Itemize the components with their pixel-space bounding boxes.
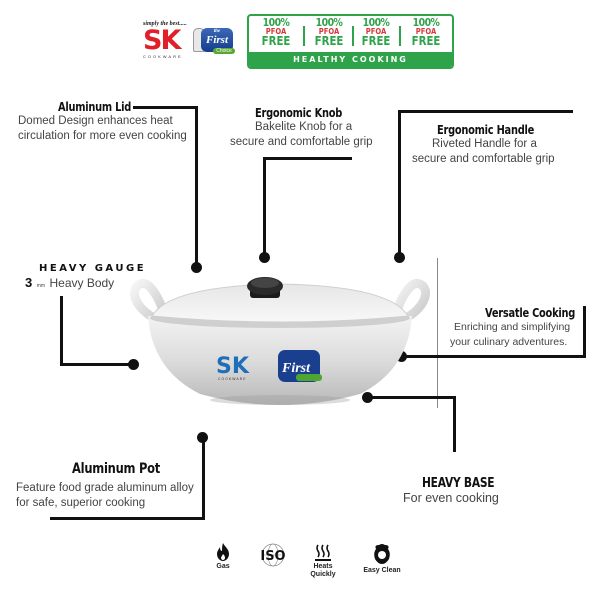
sub-brand-logo: the First Choice: [193, 26, 237, 58]
handle-callout-dot: [394, 252, 405, 263]
feature-pot: Aluminum Pot Feature food grade aluminum…: [16, 461, 194, 509]
gauge-callout-dot: [128, 359, 139, 370]
svg-text:First: First: [281, 361, 311, 376]
heat-icon: [315, 544, 331, 561]
gauge-callout-line: [60, 296, 63, 366]
pot-callout-line: [202, 438, 205, 520]
svg-text:SK: SK: [216, 354, 250, 379]
feature-lid: Aluminum Lid Domed Design enhances heat …: [18, 100, 198, 144]
iso-icon: ISO: [260, 543, 286, 567]
pfoa-badge-3: 100% PFOA FREE: [361, 16, 391, 48]
versatile-callout-dot: [396, 351, 407, 362]
versatile-callout-line: [583, 306, 586, 358]
pfoa-badge-4: 100% PFOA FREE: [411, 16, 441, 48]
choice-ribbon: Choice: [213, 48, 235, 54]
feature-handle: Ergonomic Handle Riveted Handle for a se…: [412, 123, 592, 167]
feature-base: HEAVY BASE For even cooking: [403, 476, 523, 506]
feature-icons: Gas ISO Heats Quickly Easy Clean: [200, 543, 410, 593]
kadai-illustration: SK COOKWARE First: [130, 277, 430, 405]
feature-lid-title: Aluminum Lid: [58, 100, 132, 114]
knob-callout-line: [263, 157, 352, 160]
brand-logo-text: SK: [143, 25, 181, 56]
svg-text:COOKWARE: COOKWARE: [218, 377, 246, 381]
brand-subtext: COOKWARE: [143, 54, 183, 59]
feature-versatile-title: Versatle Cooking: [485, 306, 576, 320]
feature-gauge-title: HEAVY GAUGE: [39, 263, 147, 274]
divider-line: [437, 258, 438, 408]
pfoa-badge-1: 100% PFOA FREE: [261, 16, 291, 48]
clean-icon: [374, 544, 390, 564]
easy-clean-feature: Easy Clean: [360, 543, 404, 575]
product-image: SK COOKWARE First: [130, 270, 430, 410]
gas-feature: Gas: [208, 543, 238, 571]
healthy-cooking-banner: HEALTHY COOKING: [249, 52, 452, 67]
pot-callout-dot: [197, 432, 208, 443]
brand-logo: simply the best..... SK COOKWARE: [143, 21, 191, 59]
flame-icon: [217, 543, 229, 561]
feature-lid-desc: Domed Design enhances heat: [18, 115, 173, 127]
knob-callout-dot: [259, 252, 270, 263]
pfoa-badge-2: 100% PFOA FREE: [314, 16, 344, 48]
base-callout-line: [370, 396, 456, 399]
gauge-number: 3: [25, 275, 33, 290]
iso-feature: ISO: [255, 543, 291, 572]
feature-knob: Ergonomic Knob Bakelite Knob for a secur…: [230, 106, 373, 148]
brand-tagline: simply the best.....: [143, 21, 187, 27]
lid-callout-dot: [191, 262, 202, 273]
feature-gauge: HEAVY GAUGE 3 mm Heavy Body: [25, 263, 165, 292]
pfoa-free-badge: 100% PFOA FREE 100% PFOA FREE 100% PFOA …: [247, 14, 454, 69]
svg-text:ISO: ISO: [260, 549, 285, 564]
feature-knob-title: Ergonomic Knob: [255, 106, 343, 120]
feature-handle-title: Ergonomic Handle: [437, 123, 535, 137]
heats-quickly-feature: Heats Quickly: [306, 543, 340, 579]
handle-callout-line: [398, 110, 573, 113]
base-callout-dot: [362, 392, 373, 403]
feature-pot-title: Aluminum Pot: [72, 461, 161, 477]
feature-base-title: HEAVY BASE: [422, 476, 495, 491]
lid-callout-line: [133, 106, 198, 109]
feature-versatile: Versatle Cooking Enriching and simplifyi…: [450, 306, 576, 348]
